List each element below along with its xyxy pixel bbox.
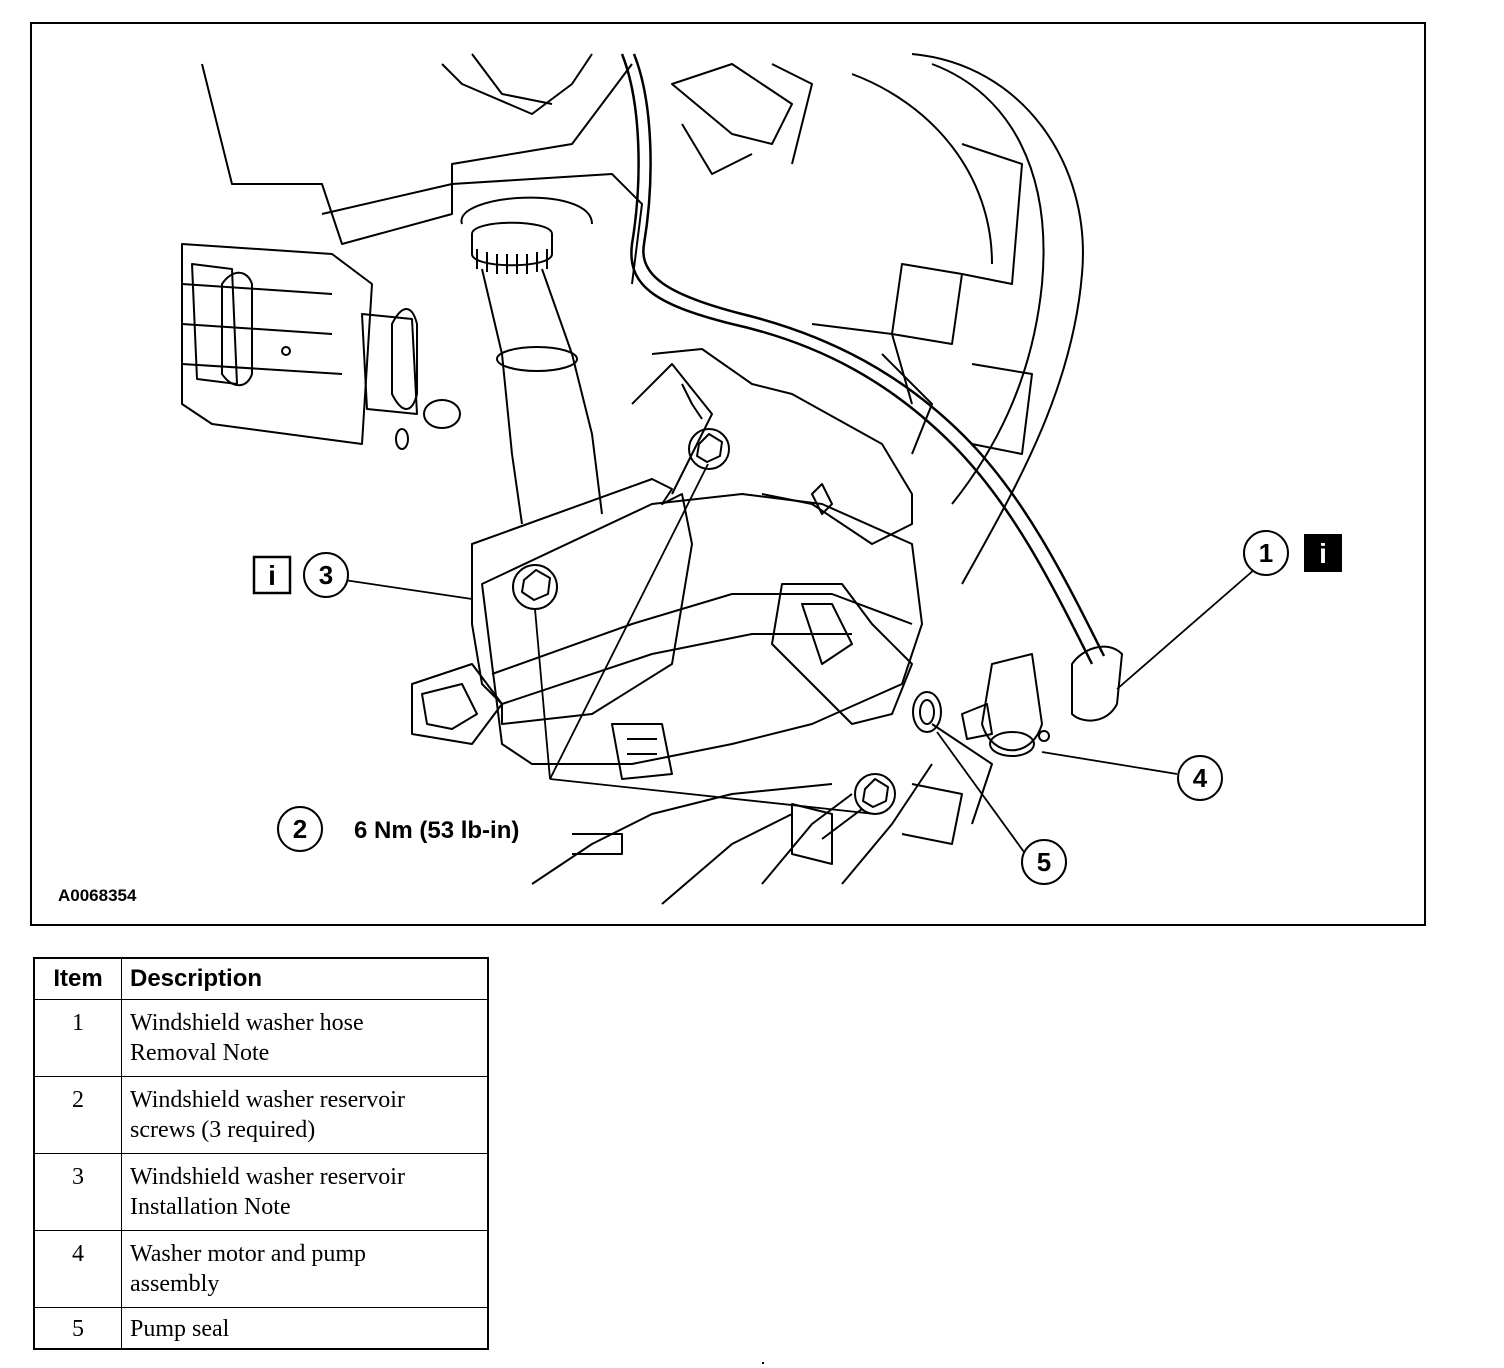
callout-1-number: 1 xyxy=(1259,538,1273,568)
screw-left xyxy=(512,564,558,610)
callout-1: 1 i xyxy=(1243,530,1342,576)
torque-spec: 6 Nm (53 lb-in) xyxy=(354,817,519,844)
item-number: 5 xyxy=(33,1307,122,1350)
table-row: 4 Washer motor and pump assembly xyxy=(33,1230,489,1308)
callout-3: i 3 xyxy=(252,552,349,598)
reservoir-front-panel xyxy=(471,478,693,725)
callout-5: 5 xyxy=(1021,839,1067,885)
item-description: Pump seal xyxy=(121,1307,489,1350)
table-row: 1 Windshield washer hose Removal Note xyxy=(33,999,489,1077)
column-header-description: Description xyxy=(121,957,489,1000)
callout-2-circle xyxy=(277,806,323,852)
column-header-item: Item xyxy=(33,957,122,1000)
callout-3-number: 3 xyxy=(319,560,333,590)
pump-seal xyxy=(912,691,942,733)
callout-4: 4 xyxy=(1177,755,1223,801)
leader-2a xyxy=(549,463,709,780)
leader-2c xyxy=(549,778,876,815)
callout-4-circle xyxy=(1177,755,1223,801)
table-row: 5 Pump seal xyxy=(33,1307,489,1350)
level-sensor xyxy=(611,723,673,780)
reservoir-mount-tab xyxy=(411,663,503,745)
item-description: Washer motor and pump assembly xyxy=(121,1230,489,1308)
table-row: 2 Windshield washer reservoir screws (3 … xyxy=(33,1076,489,1154)
item-description: Windshield washer reservoir Installation… xyxy=(121,1153,489,1231)
item-number: 4 xyxy=(33,1230,122,1308)
item-number: 2 xyxy=(33,1076,122,1154)
item-number: 3 xyxy=(33,1153,122,1231)
callout-2: 2 6 Nm (53 lb-in) xyxy=(277,806,519,852)
callout-5-circle xyxy=(1021,839,1067,885)
parts-table: Item Description 1 Windshield washer hos… xyxy=(33,957,489,1350)
leader-4 xyxy=(1041,751,1178,775)
item-description: Windshield washer reservoir screws (3 re… xyxy=(121,1076,489,1154)
callout-1-circle xyxy=(1243,530,1289,576)
body-panel-left xyxy=(181,243,373,445)
filler-cap xyxy=(471,221,553,267)
table-row: 3 Windshield washer reservoir Installati… xyxy=(33,1153,489,1231)
leader-5 xyxy=(936,731,1025,853)
leader-2b xyxy=(534,608,551,780)
reservoir-top-bracket xyxy=(651,348,913,545)
item-number: 1 xyxy=(33,999,122,1077)
lower-bracket xyxy=(791,803,833,865)
leader-lines xyxy=(301,463,1256,853)
reservoir-tank xyxy=(481,493,923,765)
leader-3 xyxy=(323,576,473,600)
washer-hose xyxy=(620,53,1094,665)
item-description: Windshield washer hose Removal Note xyxy=(121,999,489,1077)
fender-outline xyxy=(911,53,1084,585)
washer-reservoir-illustration: 1 i i 3 2 6 Nm (53 lb-in) 4 5 xyxy=(181,53,1342,905)
stray-mark xyxy=(762,1362,764,1364)
callout-3-circle xyxy=(303,552,349,598)
hose-connector xyxy=(1071,645,1123,722)
pump-pocket xyxy=(771,583,913,725)
slot-right xyxy=(361,313,418,415)
figure-id: A0068354 xyxy=(58,886,137,905)
filler-neck xyxy=(481,268,603,525)
table-header-row: Item Description xyxy=(33,957,489,1000)
svg-text:i: i xyxy=(268,560,276,591)
callout-4-number: 4 xyxy=(1193,763,1208,793)
slot-left xyxy=(191,263,238,385)
svg-text:i: i xyxy=(1319,538,1327,569)
callout-2-number: 2 xyxy=(293,814,307,844)
diagram-frame: 1 i i 3 2 6 Nm (53 lb-in) 4 5 A0068354 xyxy=(30,22,1426,926)
screw-upper xyxy=(688,428,730,470)
leader-1 xyxy=(1116,568,1256,690)
cowl-structure xyxy=(201,63,633,245)
callout-5-number: 5 xyxy=(1037,847,1051,877)
info-icon-outlined xyxy=(252,555,292,595)
washer-pump xyxy=(981,653,1043,752)
info-icon-filled xyxy=(1304,534,1342,572)
